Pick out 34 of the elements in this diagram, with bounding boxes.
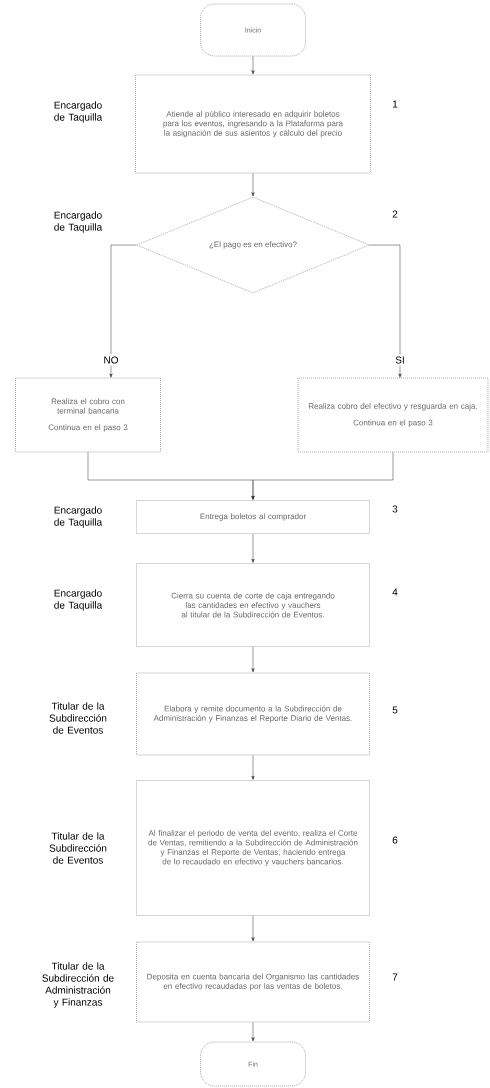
arrow <box>251 646 255 673</box>
arrow <box>251 1022 255 1042</box>
edge-label: SI <box>393 354 407 366</box>
process-box: Deposita en cuenta bancaria del Organismo las cantidades en efectivo recaudadas por las ventas de boletos. <box>136 941 370 1023</box>
arrow <box>369 244 402 378</box>
step-number: 4 <box>392 588 398 596</box>
role-label: Titular de la Subdirección de Eventos <box>49 832 107 864</box>
process-box: Al finalizar el periodo de venta del evento, realiza el Corte de Ventas, remitiendo a la Subdirección de Administración y Finanzas el Reporte de Ventas, haciendo entrega de lo recaudado en efectivo y vauchers bancarios. <box>136 780 370 916</box>
process-box: Entrega boletos al comprador <box>136 500 370 534</box>
role-label: Encargado de Taquilla <box>54 589 103 611</box>
process-box: Realiza el cobro con terminal bancaria Continua en el paso 3 <box>15 377 161 453</box>
arrow <box>251 56 255 75</box>
step-number: 1 <box>393 100 398 108</box>
arrow <box>109 244 137 378</box>
step-number: 6 <box>392 836 398 844</box>
role-label: Encargado de Taquilla <box>54 211 103 233</box>
process-box: Realiza cobro del efectivo y resguarda en caja. Continua en el paso 3 <box>297 377 489 453</box>
arrow <box>251 173 255 197</box>
arrow <box>251 915 255 942</box>
process-box: Cierra su cuenta de corte de caja entregando las cantidades en efectivo y vauchers al titular de la Subdirección de Eventos. <box>136 563 370 647</box>
role-label: Titular de la Subdirección de Administración y Finanzas <box>42 962 114 1008</box>
step-number: 5 <box>392 706 398 714</box>
step-number: 2 <box>392 210 398 218</box>
role-label: Encargado de Taquilla <box>54 506 103 528</box>
arrow <box>251 452 394 500</box>
process-box: Elabora y remite documento a la Subdirección de Administración y Finanzas el Reporte Diario de Ventas. <box>136 672 370 756</box>
edge-label: NO <box>101 354 121 366</box>
role-label: Encargado de Taquilla <box>54 101 103 123</box>
step-number: 7 <box>392 973 398 981</box>
role-label: Titular de la Subdirección de Eventos <box>49 702 107 734</box>
arrow <box>251 755 255 780</box>
arrow <box>251 533 255 563</box>
step-number: 3 <box>392 505 398 513</box>
process-box: Atiende al público interesado en adquirir boletos para los eventos, ingresando a la Plataforma para la asignación de sus asientos y cálculo del precio <box>135 74 371 174</box>
